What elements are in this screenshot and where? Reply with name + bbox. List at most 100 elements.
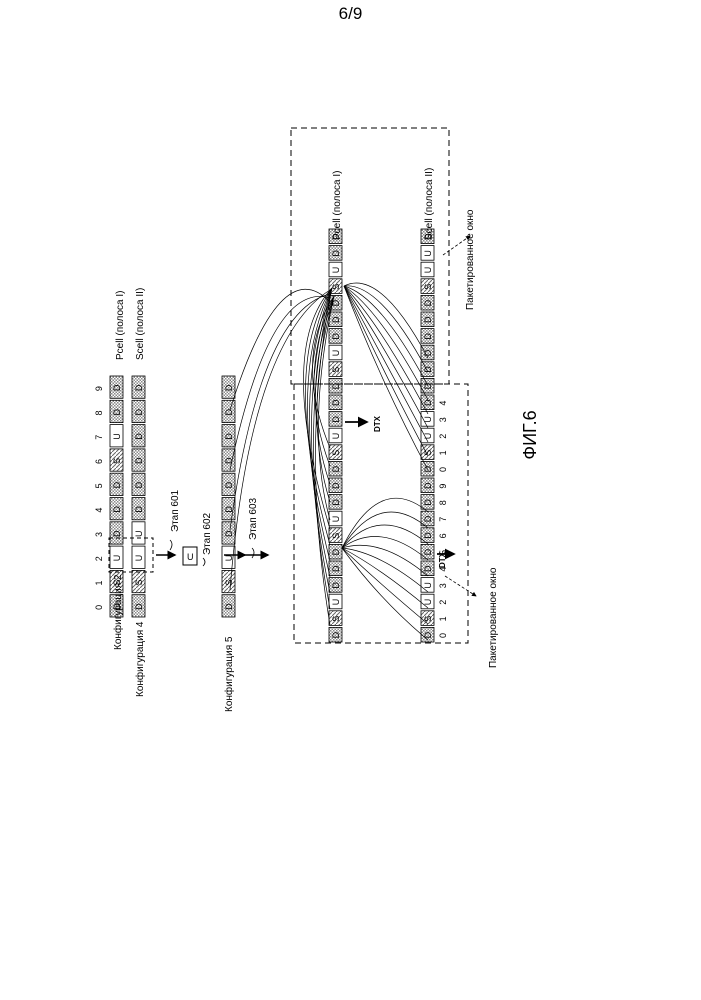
configuration-4-strip: DSUUDDDDDD [132,376,145,617]
subframe-index-top: 1 [94,581,104,586]
configuration-5-subframe-label: D [224,603,234,610]
scell-label-top: Scell (полоса II) [135,288,146,360]
pcell-subframe-label: S [331,367,341,373]
single-uplink-label: U [187,552,194,562]
scell-strip: DSUUDDDDDDDSUUDDDDDDDSUUD [421,229,434,642]
subframe-index-bottom: 2 [438,434,448,439]
subframe-index-top: 5 [94,483,104,488]
pcell-subframe-label: U [331,516,341,523]
harq-curve [342,525,428,548]
configuration-4-subframe-label: D [134,603,144,610]
harq-curve [342,545,428,576]
harq-curve [342,536,428,560]
burst-window-label-right: Пакетированное окно [465,209,476,310]
pcell-subframe-label: D [331,399,341,406]
subframe-index-top: 9 [94,386,104,391]
configuration-4-subframe-label: D [134,506,144,513]
pcell-subframe-label: U [331,267,341,274]
harq-curve [344,286,428,400]
subframe-index-top: 6 [94,459,104,464]
configuration-4-subframe-label: D [134,433,144,440]
subframe-index-bottom: 6 [438,533,448,538]
subframe-index-top: 0 [94,605,104,610]
scell-subframe-label: S [423,450,433,456]
figure-caption: ФИГ.6 [515,405,545,465]
configuration-2-subframe-label: D [112,408,122,415]
configuration-4-subframe-label: S [134,580,144,586]
subframe-index-row-bottom: 012345678901234 [438,401,448,638]
pcell-subframe-label: D [331,250,341,257]
pcell-subframe-label: U [331,599,341,606]
configuration-5-subframe-label: D [224,530,234,537]
scell-subframe-label: D [423,565,433,572]
subframe-index-bottom: 5 [438,550,448,555]
pcell-subframe-label: U [331,433,341,440]
configuration-5-label: Конфигурация 5 [223,636,235,712]
scell-subframe-label: U [423,250,433,257]
configuration-5-subframe-label: S [224,580,234,586]
scell-subframe-label: U [423,267,433,274]
scell-subframe-label: D [423,515,433,522]
burst-window-label-bottom: Пакетированное окно [488,567,499,668]
subframe-index-bottom: 7 [438,517,448,522]
harq-curve [344,283,428,358]
pcell-subframe-label: U [331,350,341,357]
configuration-5-subframe-label: D [224,433,234,440]
harq-curve [342,548,428,608]
pcell-label-right: Pcell (полоса I) [332,171,343,241]
harq-curve [342,548,428,624]
scell-subframe-label: D [423,349,433,356]
step-602-label: Этап 602 [202,512,213,555]
subframe-index-top: 7 [94,435,104,440]
scell-subframe-label: D [423,299,433,306]
pcell-subframe-label: S [331,533,341,539]
subframe-index-top: 4 [94,508,104,513]
pcell-subframe-label: D [331,333,341,340]
subframe-index-bottom: 4 [438,401,448,406]
pcell-subframe-label: D [331,382,341,389]
subframe-index-bottom: 3 [438,583,448,588]
subframe-index-bottom: 2 [438,600,448,605]
harq-curve [342,512,428,548]
configuration-4-subframe-label: D [134,408,144,415]
configuration-5-subframe-label: D [224,384,234,391]
subframe-index-bottom: 1 [438,450,448,455]
configuration-5-subframe-label: D [224,481,234,488]
configuration-2-subframe-label: U [112,433,122,440]
subframe-index-top: 3 [94,532,104,537]
pcell-subframe-label: S [331,450,341,456]
pcell-subframe-label: D [331,582,341,589]
subframe-index-top: 2 [94,556,104,561]
subframe-index-bottom: 8 [438,500,448,505]
pcell-subframe-label: D [331,565,341,572]
scell-subframe-label: U [423,599,433,606]
step-601-label: Этап 601 [170,489,181,532]
scell-subframe-label: D [423,316,433,323]
configuration-4-label: Конфигурация 4 [134,621,146,697]
pcell-subframe-label: D [331,548,341,555]
pcell-subframe-label: D [331,482,341,489]
subframe-index-bottom: 1 [438,616,448,621]
scell-subframe-label: D [423,499,433,506]
pcell-subframe-label: S [331,284,341,290]
subframe-index-bottom: 3 [438,417,448,422]
step-603-label: Этап 603 [248,497,259,540]
pcell-subframe-label: D [331,316,341,323]
configuration-4-subframe-label: D [134,384,144,391]
pcell-subframe-label: D [331,631,341,638]
scell-subframe-label: D [423,465,433,472]
pcell-subframe-label: D [331,416,341,423]
configuration-5-subframe-label: D [224,408,234,415]
configuration-2-subframe-label: D [112,384,122,391]
dtx-label-1: DTX [373,415,382,432]
configuration-4-subframe-label: D [134,457,144,464]
harq-curve [307,288,332,561]
pcell-subframe-label: S [331,616,341,622]
harq-curve [344,286,428,372]
subframe-index-row-top: 0123456789 [94,386,104,610]
configuration-4-subframe-label: D [134,481,144,488]
subframe-index-bottom: 4 [438,567,448,572]
scell-subframe-label: D [423,399,433,406]
pcell-subframe-label: D [331,465,341,472]
